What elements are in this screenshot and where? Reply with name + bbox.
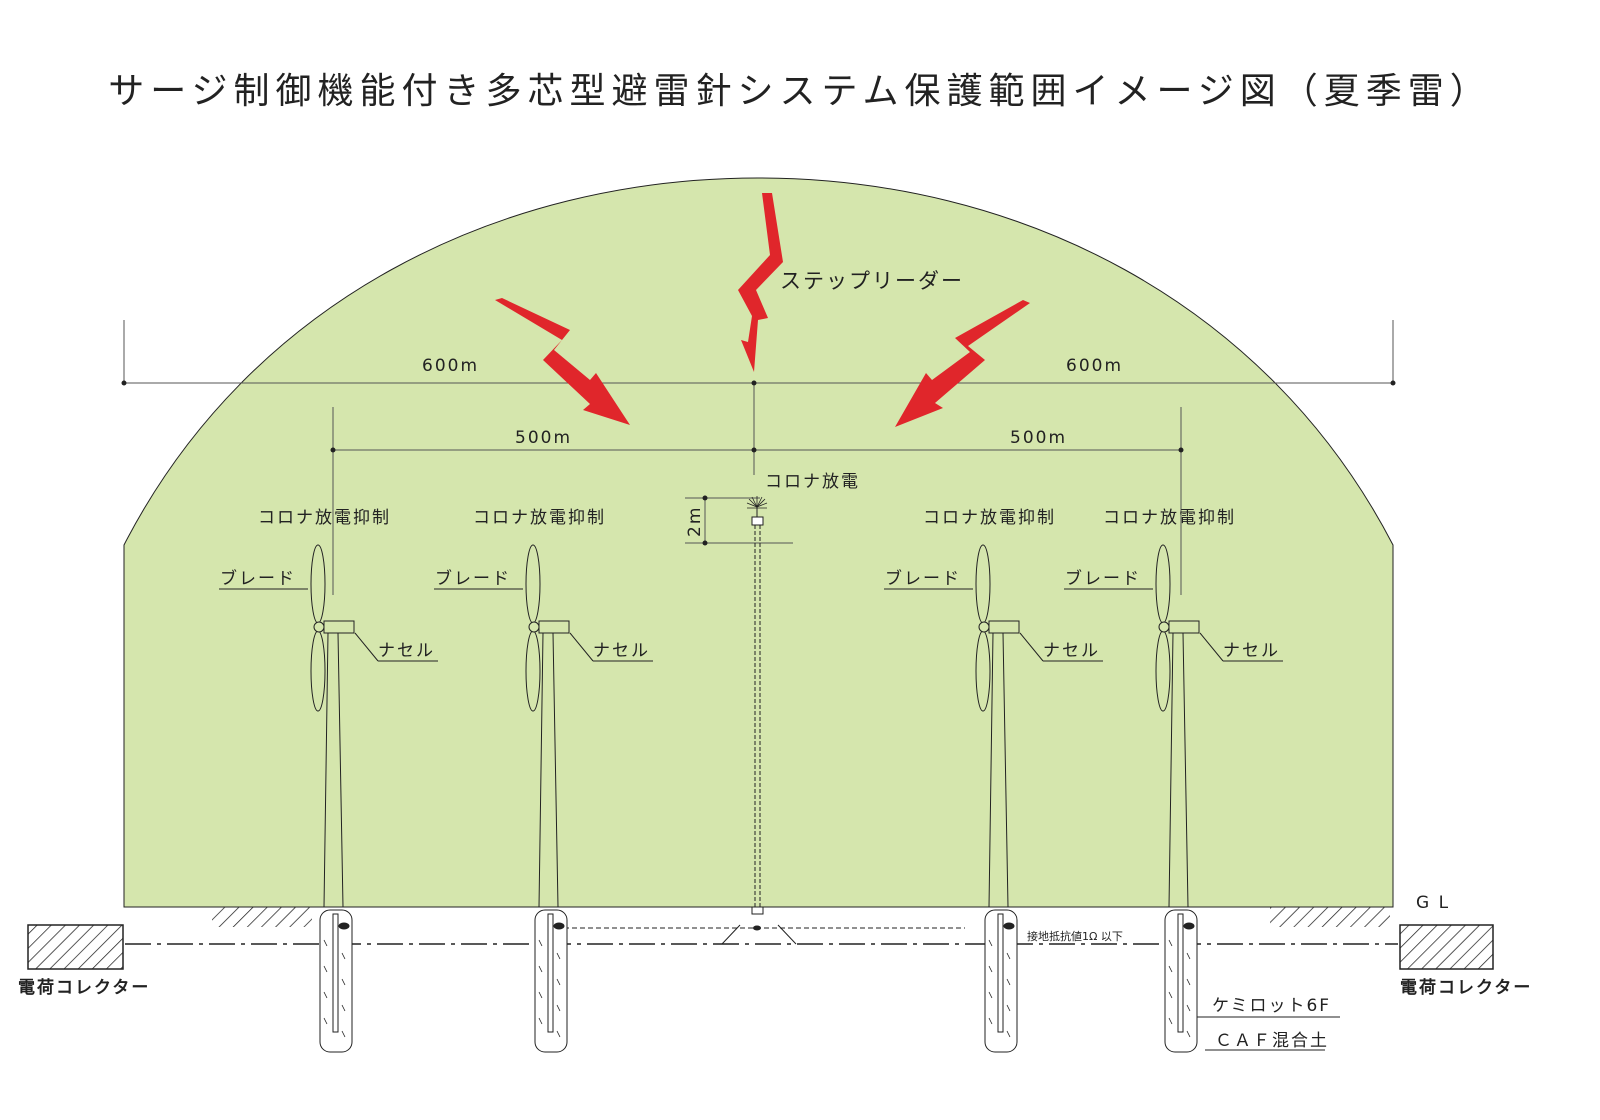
charge-collector-right xyxy=(1399,924,1494,970)
charge-collector-left-label: 電荷コレクター xyxy=(18,977,150,998)
ground-resistance-label: 接地抵抗値1Ω 以下 xyxy=(1027,929,1123,943)
turbine-corona-suppression-label: コロナ放電抑制 xyxy=(1103,508,1236,528)
lightning-rod-mast xyxy=(746,496,768,915)
ground-connector xyxy=(1183,922,1195,930)
ground-rod xyxy=(332,913,339,1033)
corona-brush-icon xyxy=(746,496,768,509)
charge-collector-right-label: 電荷コレクター xyxy=(1400,977,1532,998)
ground-connector xyxy=(553,922,565,930)
turbine-blade-label: ブレード xyxy=(220,568,296,589)
dimension-600m-left: 600m xyxy=(422,356,479,376)
diagram-title: サージ制御機能付き多芯型避雷針システム保護範囲イメージ図（夏季雷） xyxy=(108,71,1492,112)
turbine-corona-suppression-label: コロナ放電抑制 xyxy=(923,508,1056,528)
dimension-600m-right: 600m xyxy=(1066,356,1123,376)
dimension-500m-left: 500m xyxy=(515,428,572,448)
lightning-bolt-right-icon xyxy=(895,300,1030,427)
turbine-nacelle-label: ナセル xyxy=(593,641,650,661)
turbine-nacelle-label: ナセル xyxy=(1223,641,1280,661)
turbine-blade-label: ブレード xyxy=(1065,568,1141,589)
ground-hatch-right xyxy=(1270,907,1390,927)
ground-level-label: G L xyxy=(1416,893,1450,913)
corona-discharge-label: コロナ放電 xyxy=(765,472,860,492)
turbine-nacelle-label: ナセル xyxy=(1043,641,1100,661)
dimension-500m-right: 500m xyxy=(1010,428,1067,448)
charge-collector-left xyxy=(27,924,124,970)
turbine-hub xyxy=(528,621,540,633)
ground-connector xyxy=(338,922,350,930)
chemirod-label: ケミロット6F xyxy=(1212,996,1331,1016)
turbine-blade-label: ブレード xyxy=(885,568,961,589)
lightning-bolt-center-icon xyxy=(738,193,783,372)
lightning-bolt-left-icon xyxy=(495,298,630,425)
height-2m-label: 2m xyxy=(685,506,705,537)
turbine-nacelle xyxy=(1168,620,1200,634)
turbine-hub xyxy=(1158,621,1170,633)
ground-rod xyxy=(1177,913,1184,1033)
turbine-nacelle xyxy=(323,620,355,634)
turbine-corona-suppression-label: コロナ放電抑制 xyxy=(473,508,606,528)
ground-rod xyxy=(997,913,1004,1033)
turbine-nacelle xyxy=(538,620,570,634)
step-leader-label: ステップリーダー xyxy=(780,269,964,293)
ground-rod xyxy=(547,913,554,1033)
turbine-corona-suppression-label: コロナ放電抑制 xyxy=(258,508,391,528)
turbine-blade-label: ブレード xyxy=(435,568,511,589)
turbine-nacelle-label: ナセル xyxy=(378,641,435,661)
ground-connector xyxy=(1003,922,1015,930)
ground-hatch-left xyxy=(212,907,312,927)
turbine-hub xyxy=(313,621,325,633)
caf-soil-label: ＣＡＦ混合土 xyxy=(1215,1031,1329,1051)
turbine-nacelle xyxy=(988,620,1020,634)
turbine-hub xyxy=(978,621,990,633)
